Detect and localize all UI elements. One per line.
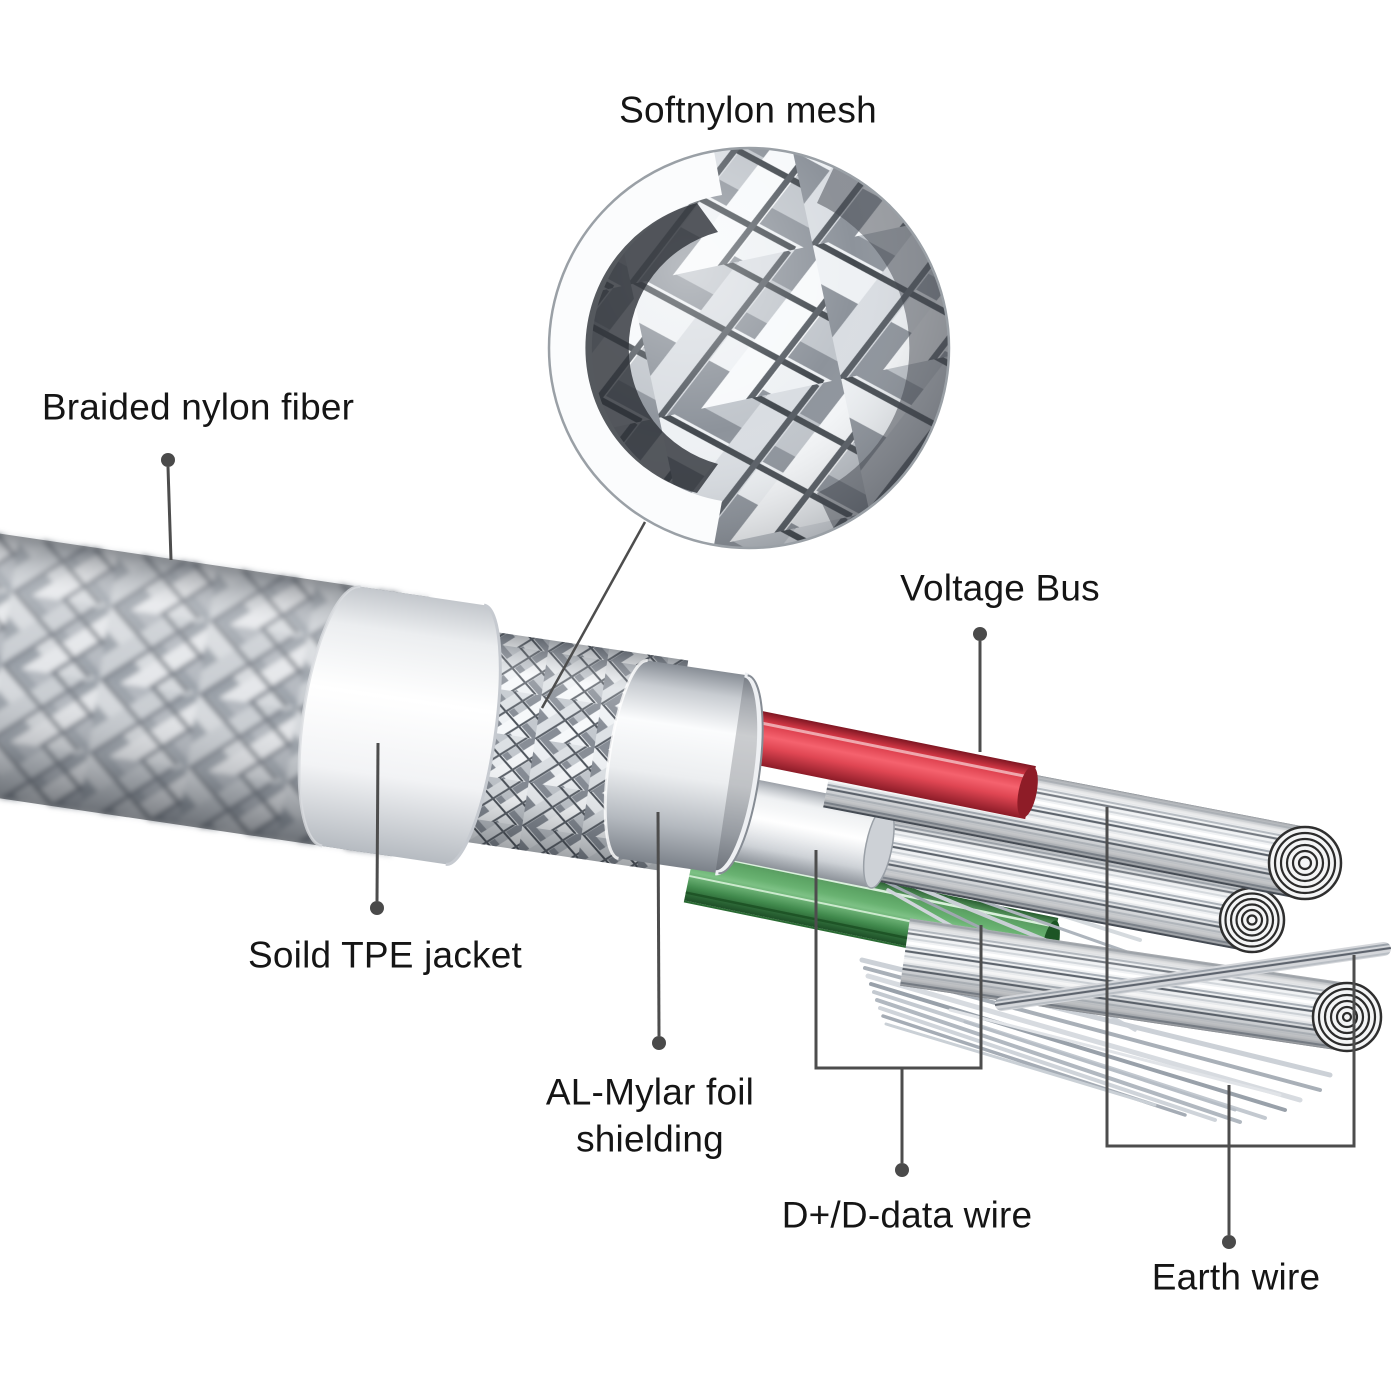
bottom-wire-end-cap bbox=[1311, 981, 1383, 1053]
tpe-jacket-dot bbox=[370, 901, 384, 915]
foil-opening-rim bbox=[715, 672, 763, 876]
middle-stranded-wire bbox=[866, 816, 1259, 952]
earth-wire-dot bbox=[1222, 1235, 1236, 1249]
label-voltage-bus: Voltage Bus bbox=[900, 567, 1100, 609]
data-wire-bracket bbox=[814, 850, 983, 1070]
label-earth-wire: Earth wire bbox=[1151, 1256, 1321, 1298]
cable-body bbox=[0, 532, 764, 876]
inner-wires bbox=[683, 701, 1391, 1124]
data-wire-dot bbox=[895, 1163, 909, 1177]
middle-wire-end-cap bbox=[1218, 886, 1286, 954]
label-braided-nylon-fiber: Braided nylon fiber bbox=[41, 386, 355, 428]
al-mylar-dot bbox=[652, 1036, 666, 1050]
callout-leaders bbox=[166, 466, 1356, 1235]
tpe-jacket-leader bbox=[375, 742, 380, 902]
braided-fiber-dot bbox=[161, 453, 175, 467]
al-mylar-foil-layer bbox=[603, 659, 764, 876]
label-tpe-jacket: Soild TPE jacket bbox=[248, 934, 522, 976]
earth-wire-strand bbox=[994, 941, 1391, 1012]
label-softnylon-mesh: Softnylon mesh bbox=[619, 89, 877, 131]
mesh-magnifier-circle bbox=[547, 146, 951, 550]
tpe-jacket-layer bbox=[297, 585, 502, 866]
callout-dots bbox=[161, 453, 1236, 1249]
lens-white-crescent bbox=[548, 151, 722, 545]
voltage-bus-dot bbox=[973, 627, 987, 641]
top-wire-end-cap bbox=[1267, 825, 1343, 901]
label-al-mylar-foil: AL-Mylar foil shielding bbox=[545, 1071, 755, 1160]
al-mylar-leader bbox=[656, 811, 661, 1037]
front-strand-fan bbox=[948, 1008, 1282, 1112]
red-wire-cut-end bbox=[1017, 766, 1038, 818]
braided-fiber-leader bbox=[166, 466, 173, 561]
label-data-wire: D+/D-data wire bbox=[781, 1194, 1033, 1236]
lens-right-shade bbox=[817, 167, 949, 529]
magnifier-leader-line bbox=[540, 521, 647, 709]
lens-dark-edge bbox=[585, 203, 718, 493]
voltage-bus-wire bbox=[704, 701, 1038, 820]
